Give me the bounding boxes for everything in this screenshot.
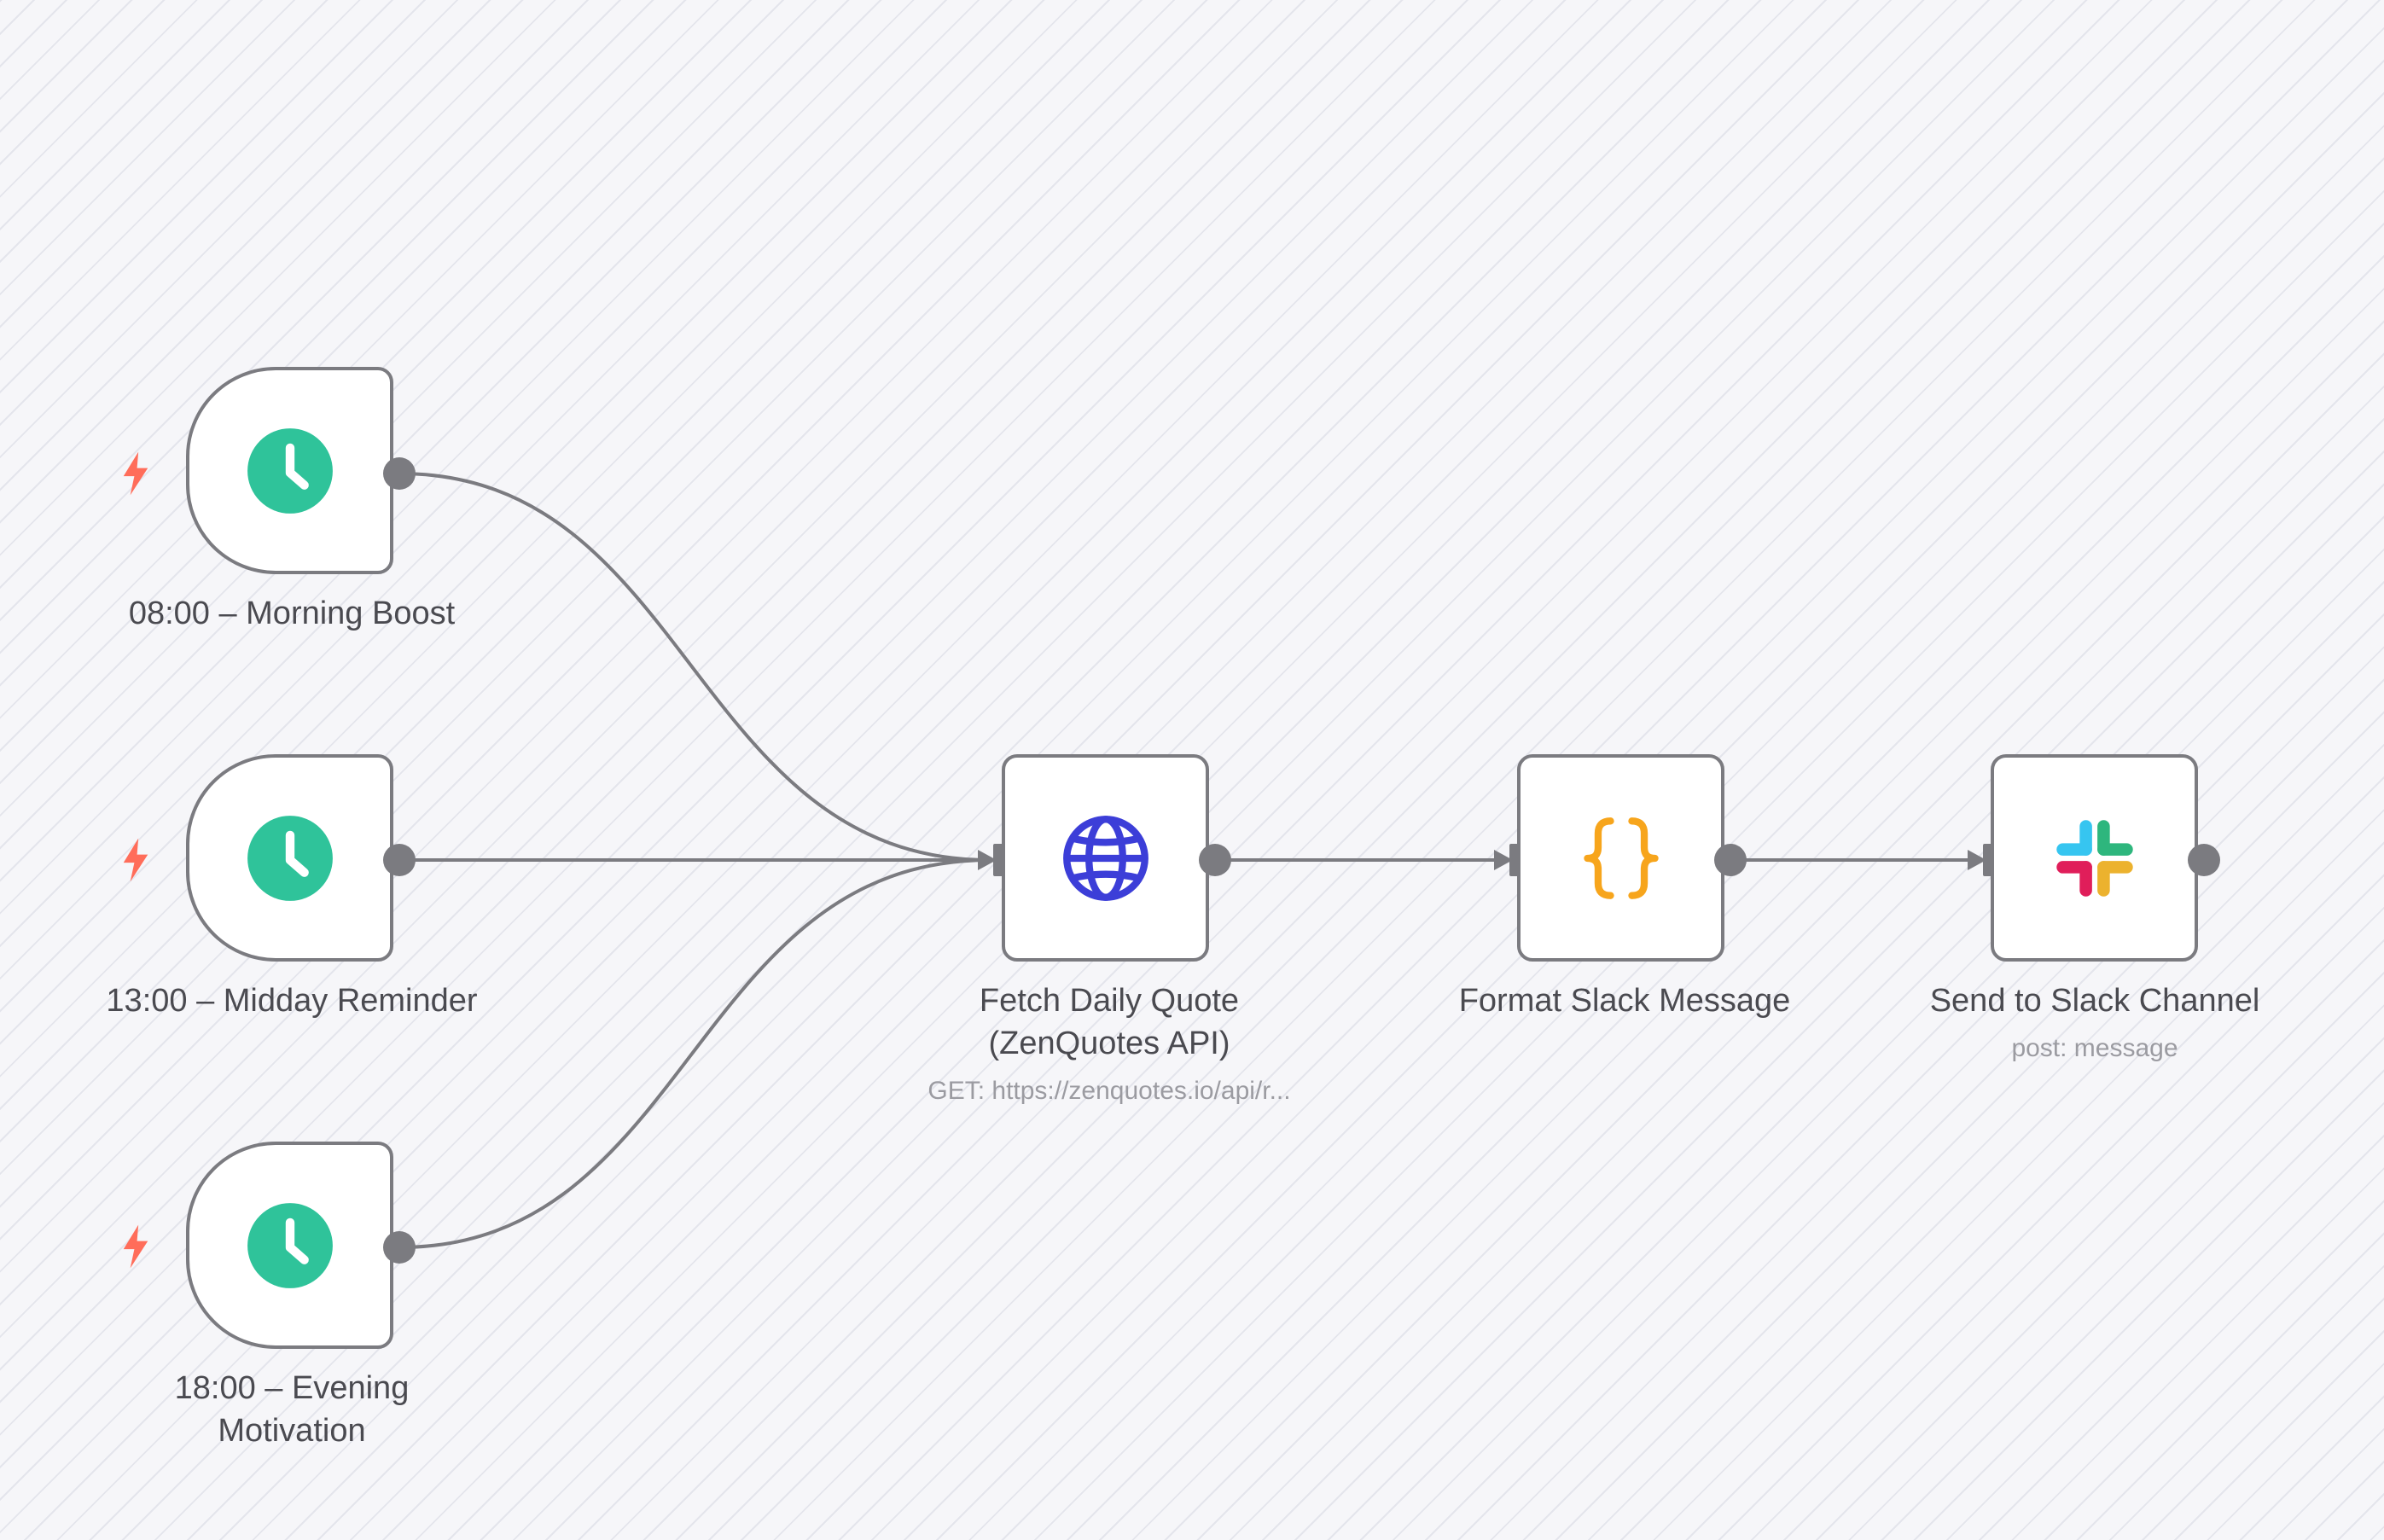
- arrowhead-slack-input: [1968, 850, 1986, 870]
- node-label-slack: Send to Slack Channel: [1929, 983, 2260, 1019]
- trigger-bolt-icon: [119, 1223, 152, 1270]
- node-format-slack-message[interactable]: [1517, 754, 1724, 962]
- node-send-to-slack-channel[interactable]: [1991, 754, 2198, 962]
- curly-braces-icon: [1577, 814, 1666, 903]
- clock-icon: [246, 1201, 334, 1290]
- output-handle-morning[interactable]: [383, 457, 416, 490]
- clock-icon: [246, 814, 334, 903]
- node-label-fetch: Fetch Daily Quote (ZenQuotes API): [979, 983, 1240, 1061]
- output-handle-fetch[interactable]: [1199, 844, 1231, 876]
- output-handle-midday[interactable]: [383, 844, 416, 876]
- output-handle-format[interactable]: [1714, 844, 1747, 876]
- globe-icon: [1061, 814, 1150, 903]
- clock-icon: [246, 427, 334, 515]
- node-evening-motivation[interactable]: [186, 1142, 393, 1349]
- slack-icon: [2050, 814, 2139, 903]
- output-handle-slack[interactable]: [2188, 844, 2220, 876]
- node-label-format: Format Slack Message: [1458, 983, 1791, 1019]
- node-midday-reminder[interactable]: [186, 754, 393, 962]
- arrowhead-fetch-input: [978, 850, 997, 870]
- connection-evening-to-fetch[interactable]: [398, 858, 991, 1249]
- node-label-morning: 08:00 – Morning Boost: [128, 596, 456, 631]
- node-subtitle-slack: post: message: [2011, 1034, 2178, 1062]
- arrowhead-format-input: [1494, 850, 1513, 870]
- node-label-midday: 13:00 – Midday Reminder: [106, 983, 478, 1019]
- node-label-evening: 18:00 – Evening Motivation: [174, 1370, 410, 1449]
- connection-morning-to-fetch[interactable]: [398, 472, 991, 862]
- node-subtitle-fetch: GET: https://zenquotes.io/api/r...: [927, 1077, 1291, 1105]
- output-handle-evening[interactable]: [383, 1231, 416, 1264]
- trigger-bolt-icon: [119, 450, 152, 497]
- node-morning-boost[interactable]: [186, 367, 393, 574]
- node-fetch-daily-quote[interactable]: [1002, 754, 1209, 962]
- trigger-bolt-icon: [119, 837, 152, 883]
